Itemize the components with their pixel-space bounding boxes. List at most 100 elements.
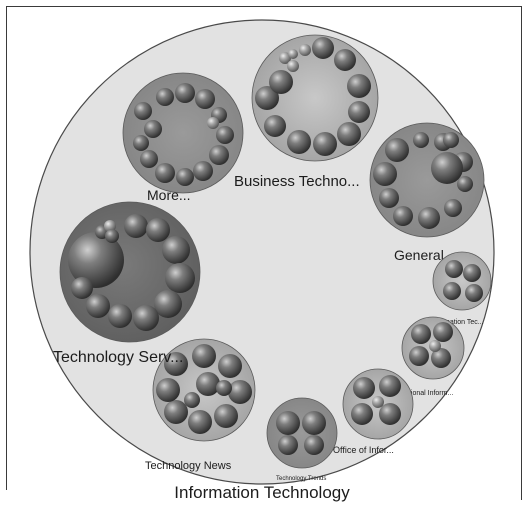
item-ball[interactable] xyxy=(312,37,334,59)
item-ball[interactable] xyxy=(156,378,180,402)
item-ball[interactable] xyxy=(255,86,279,110)
item-ball[interactable] xyxy=(104,220,116,232)
group-node[interactable]: Technology Serv... xyxy=(53,201,201,366)
item-ball[interactable] xyxy=(133,305,159,331)
item-ball[interactable] xyxy=(445,260,463,278)
item-ball[interactable] xyxy=(299,44,311,56)
item-ball[interactable] xyxy=(372,396,384,408)
item-ball[interactable] xyxy=(334,49,356,71)
item-ball[interactable] xyxy=(373,162,397,186)
group-node[interactable]: Information Tec... xyxy=(430,251,492,326)
item-ball[interactable] xyxy=(409,346,429,366)
item-ball[interactable] xyxy=(429,340,441,352)
item-ball[interactable] xyxy=(302,411,326,435)
group-label: Business Techno... xyxy=(234,173,360,190)
item-ball[interactable] xyxy=(105,229,119,243)
item-ball[interactable] xyxy=(353,377,375,399)
item-ball[interactable] xyxy=(155,163,175,183)
group-circle[interactable] xyxy=(432,251,492,311)
frame-top-border xyxy=(6,6,522,7)
item-ball[interactable] xyxy=(444,199,462,217)
group-node[interactable]: Technology News xyxy=(145,338,256,472)
item-ball[interactable] xyxy=(164,400,188,424)
item-ball[interactable] xyxy=(431,152,463,184)
item-ball[interactable] xyxy=(269,70,293,94)
item-ball[interactable] xyxy=(124,214,148,238)
item-ball[interactable] xyxy=(164,352,188,376)
item-ball[interactable] xyxy=(140,150,158,168)
item-ball[interactable] xyxy=(162,236,190,264)
item-ball[interactable] xyxy=(287,60,299,72)
item-ball[interactable] xyxy=(379,188,399,208)
group-label: Technology News xyxy=(145,460,232,472)
item-ball[interactable] xyxy=(351,403,373,425)
item-ball[interactable] xyxy=(154,290,182,318)
item-ball[interactable] xyxy=(287,130,311,154)
item-ball[interactable] xyxy=(288,49,298,59)
item-ball[interactable] xyxy=(433,322,453,342)
item-ball[interactable] xyxy=(279,52,291,64)
item-ball[interactable] xyxy=(216,380,232,396)
item-ball[interactable] xyxy=(348,101,370,123)
item-ball[interactable] xyxy=(195,89,215,109)
group-node[interactable]: Office of Infor... xyxy=(333,368,414,455)
item-ball[interactable] xyxy=(278,435,298,455)
groups-layer: More...Business Techno... GeneralInformat… xyxy=(53,34,492,482)
group-node[interactable]: More... xyxy=(122,72,244,203)
item-ball[interactable] xyxy=(214,404,238,428)
item-ball[interactable] xyxy=(108,304,132,328)
item-ball[interactable] xyxy=(134,102,152,120)
item-ball[interactable] xyxy=(193,161,213,181)
item-ball[interactable] xyxy=(379,403,401,425)
item-ball[interactable] xyxy=(431,348,451,368)
group-node[interactable]: National Inform... xyxy=(400,316,465,397)
item-ball[interactable] xyxy=(184,392,200,408)
group-label: Office of Infor... xyxy=(333,445,394,455)
item-ball[interactable] xyxy=(465,284,483,302)
item-ball[interactable] xyxy=(457,176,473,192)
group-label: Technology Trends xyxy=(276,476,326,482)
item-ball[interactable] xyxy=(463,264,481,282)
item-ball[interactable] xyxy=(207,117,219,129)
item-ball[interactable] xyxy=(86,294,110,318)
item-ball[interactable] xyxy=(175,83,195,103)
item-ball[interactable] xyxy=(313,132,337,156)
frame-right-border xyxy=(521,6,522,500)
item-ball[interactable] xyxy=(443,282,461,300)
item-ball[interactable] xyxy=(413,132,429,148)
item-ball[interactable] xyxy=(68,232,124,288)
group-label: General xyxy=(394,247,444,263)
item-ball[interactable] xyxy=(146,218,170,242)
item-ball[interactable] xyxy=(276,411,300,435)
item-ball[interactable] xyxy=(218,354,242,378)
item-ball[interactable] xyxy=(304,435,324,455)
item-ball[interactable] xyxy=(264,115,286,137)
item-ball[interactable] xyxy=(144,120,162,138)
item-ball[interactable] xyxy=(176,168,194,186)
group-circle[interactable] xyxy=(266,397,338,469)
item-ball[interactable] xyxy=(385,138,409,162)
item-ball[interactable] xyxy=(347,74,371,98)
item-ball[interactable] xyxy=(228,380,252,404)
item-ball[interactable] xyxy=(209,145,229,165)
item-ball[interactable] xyxy=(192,344,216,368)
item-ball[interactable] xyxy=(337,122,361,146)
item-ball[interactable] xyxy=(411,324,431,344)
diagram-title: Information Technology xyxy=(174,483,350,502)
item-ball[interactable] xyxy=(188,410,212,434)
group-node[interactable]: Technology Trends xyxy=(266,397,338,482)
item-ball[interactable] xyxy=(71,277,93,299)
item-ball[interactable] xyxy=(393,206,413,226)
item-ball[interactable] xyxy=(418,207,440,229)
item-ball[interactable] xyxy=(196,372,220,396)
item-ball[interactable] xyxy=(443,132,459,148)
item-ball[interactable] xyxy=(379,375,401,397)
item-ball[interactable] xyxy=(216,126,234,144)
item-ball[interactable] xyxy=(133,135,149,151)
item-ball[interactable] xyxy=(156,88,174,106)
group-node[interactable]: General xyxy=(369,122,485,263)
item-ball[interactable] xyxy=(165,263,195,293)
group-label: Information Tec... xyxy=(430,319,484,326)
group-node[interactable]: Business Techno... xyxy=(234,34,379,190)
